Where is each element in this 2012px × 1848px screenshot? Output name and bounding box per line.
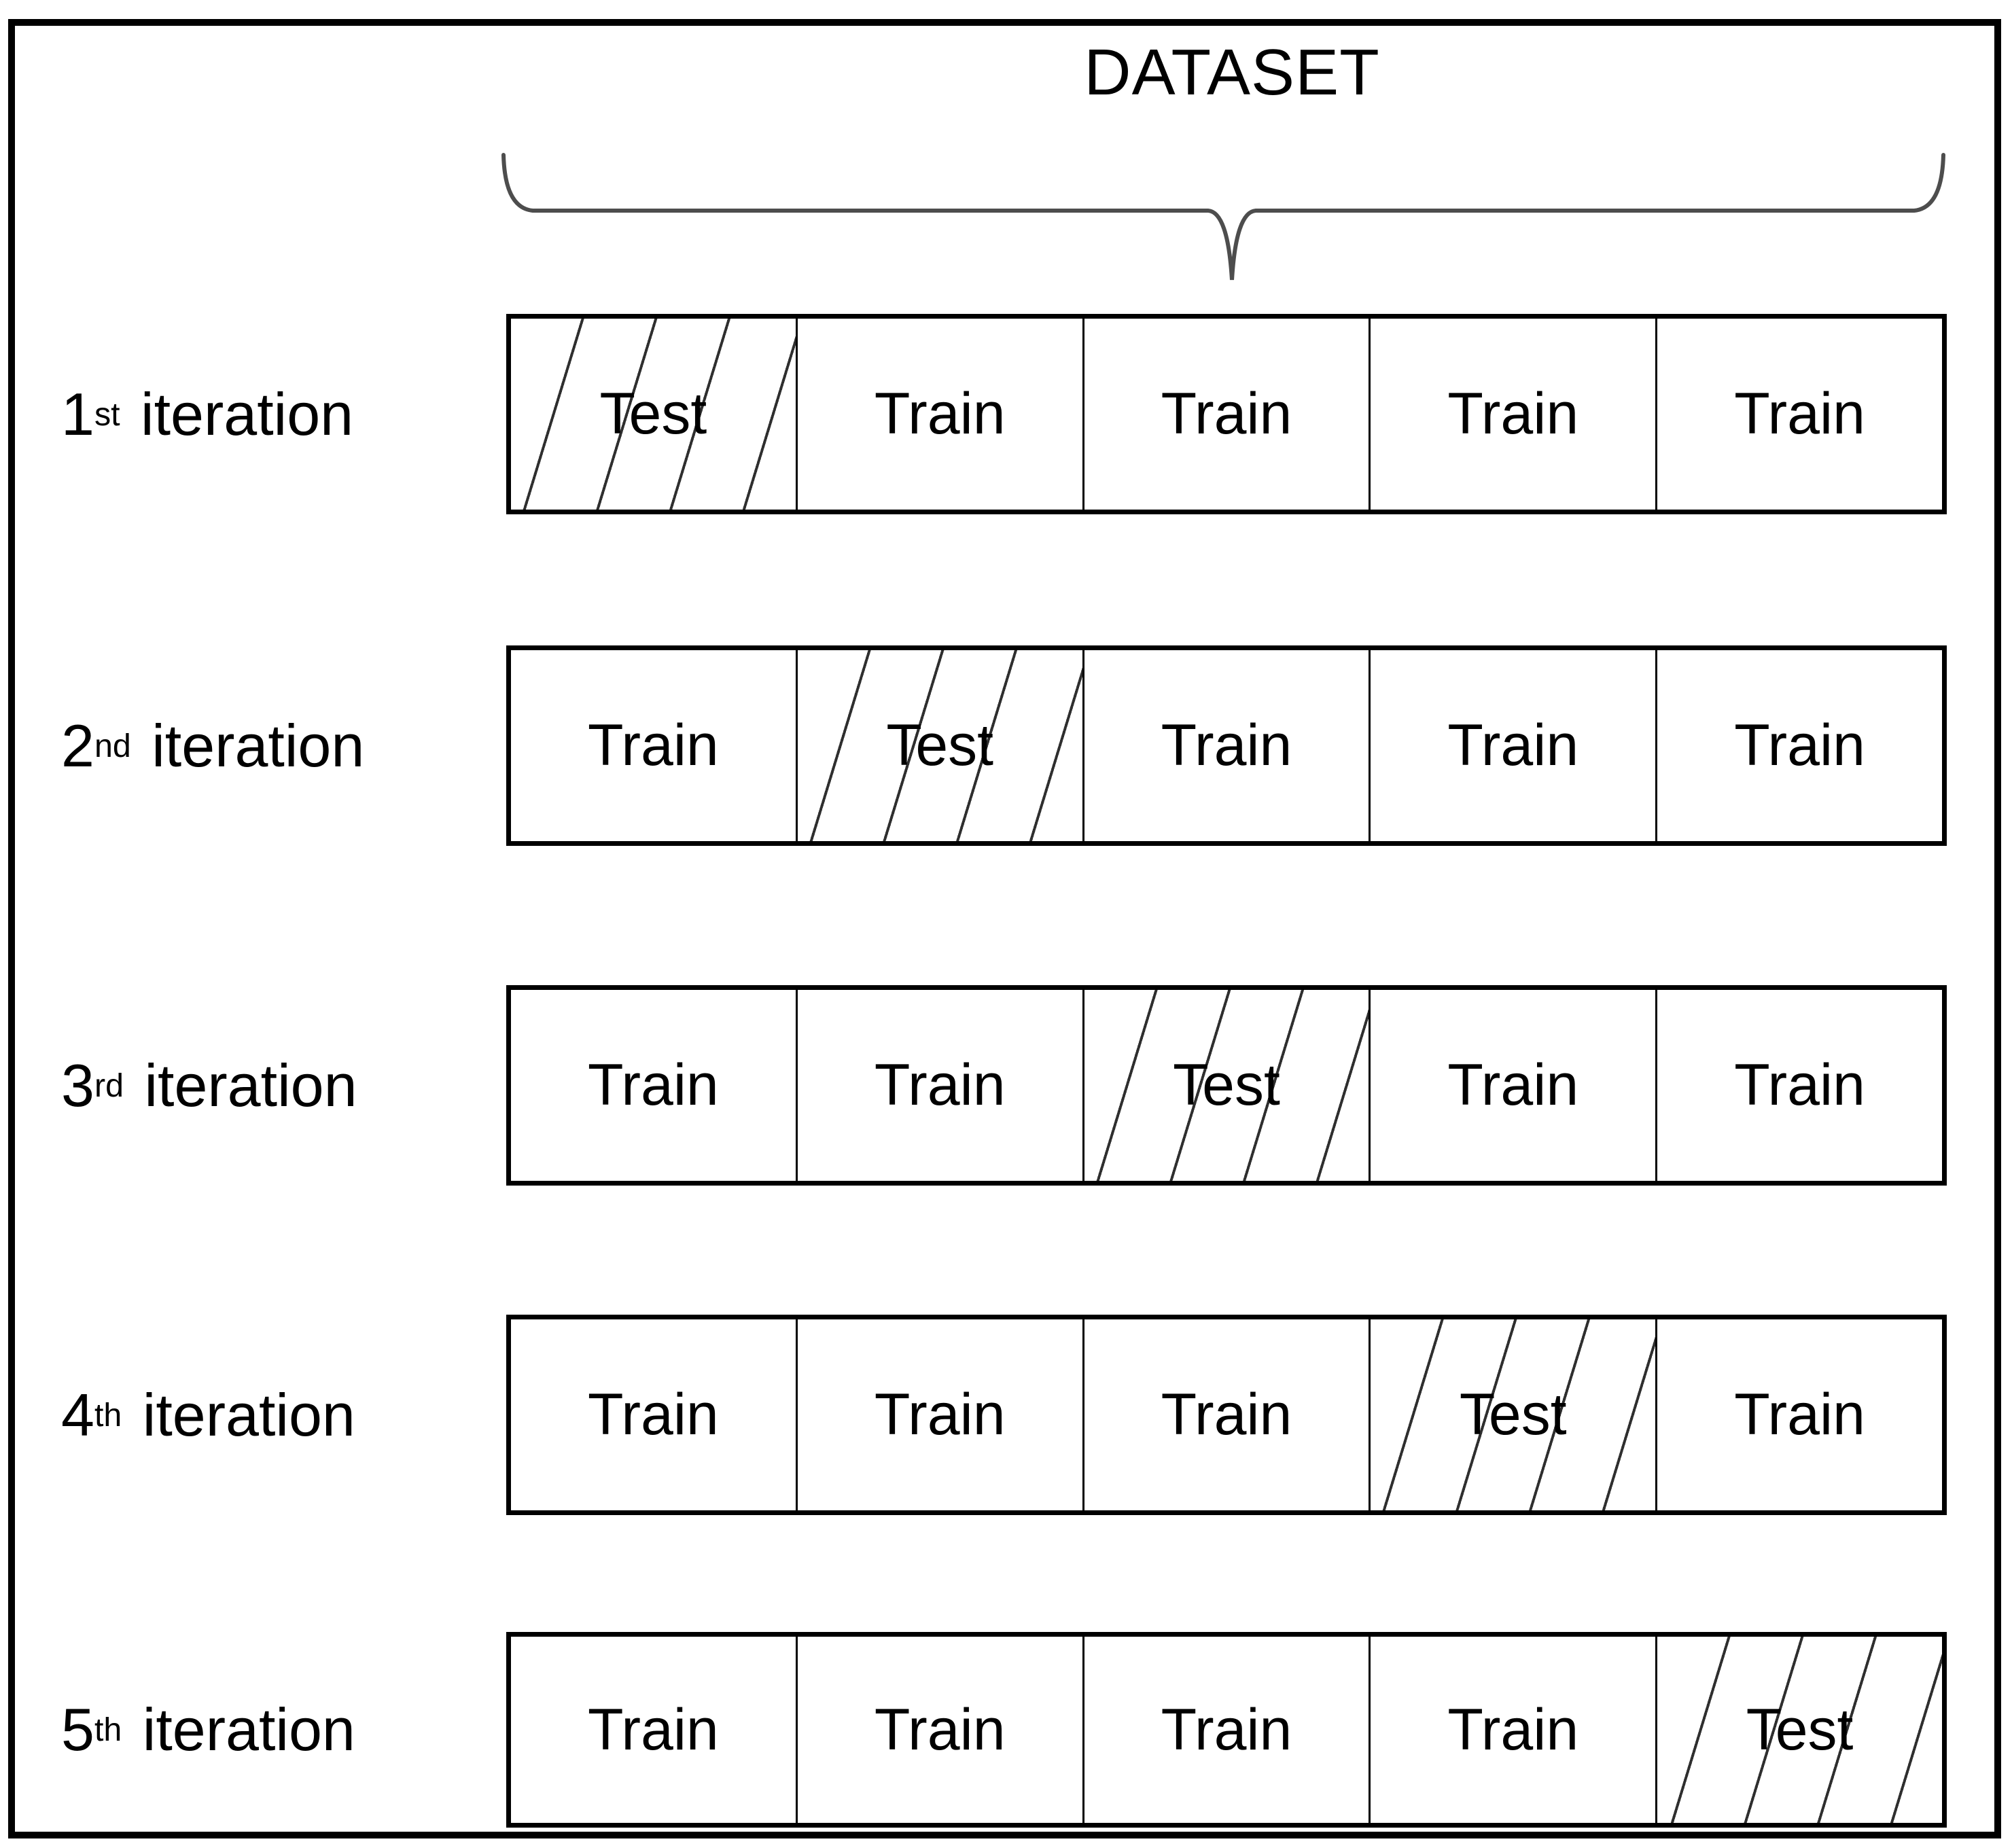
train-fold-cell: Train (1369, 650, 1655, 841)
train-fold-cell: Train (1082, 319, 1369, 510)
fold-strip-4: Train Train Train Test Train (506, 1315, 1947, 1515)
train-fold-cell: Train (1369, 990, 1655, 1181)
train-fold-cell: Train (795, 1319, 1082, 1510)
test-fold-cell: Test (1082, 990, 1369, 1181)
iteration-number: 2 (61, 711, 94, 779)
train-fold-cell: Train (795, 319, 1082, 510)
fold-strip-2: Train Test Train Train Train (506, 645, 1947, 846)
train-fold-cell: Train (1655, 990, 1942, 1181)
train-fold-cell: Train (1082, 650, 1369, 841)
iteration-number: 3 (61, 1051, 94, 1119)
fold-strip-3: Train Train Test Train Train (506, 985, 1947, 1186)
iteration-number: 5 (61, 1696, 94, 1763)
iteration-word: iteration (144, 1051, 357, 1119)
test-fold-cell: Test (511, 319, 796, 510)
dataset-title: DATASET (1084, 36, 1380, 109)
figure-border (8, 19, 2001, 1838)
train-fold-cell: Train (588, 1052, 719, 1118)
test-fold-cell: Test (795, 650, 1082, 841)
train-fold-cell: Train (1655, 319, 1942, 510)
train-fold-cell: Train (588, 1382, 719, 1447)
train-fold-cell: Train (1369, 1637, 1655, 1823)
iteration-number: 1 (61, 380, 94, 448)
iteration-number: 4 (61, 1381, 94, 1449)
iteration-word: iteration (141, 380, 354, 448)
train-fold-cell: Train (588, 1696, 719, 1762)
test-fold-cell: Test (1655, 1637, 1942, 1823)
train-fold-cell: Train (1082, 1319, 1369, 1510)
train-fold-cell: Train (795, 990, 1082, 1181)
train-fold-cell: Train (1655, 1319, 1942, 1510)
train-fold-cell: Train (1655, 650, 1942, 841)
train-fold-cell: Train (795, 1637, 1082, 1823)
iteration-word: iteration (142, 1696, 355, 1763)
train-fold-cell: Train (588, 713, 719, 778)
fold-strip-5: Train Train Train Train Test (506, 1632, 1947, 1828)
fold-strip-1: Test Train Train Train Train (506, 314, 1947, 514)
iteration-word: iteration (152, 711, 365, 779)
test-fold-cell: Test (1369, 1319, 1656, 1510)
iteration-word: iteration (142, 1381, 355, 1449)
train-fold-cell: Train (1369, 319, 1655, 510)
train-fold-cell: Train (1082, 1637, 1369, 1823)
